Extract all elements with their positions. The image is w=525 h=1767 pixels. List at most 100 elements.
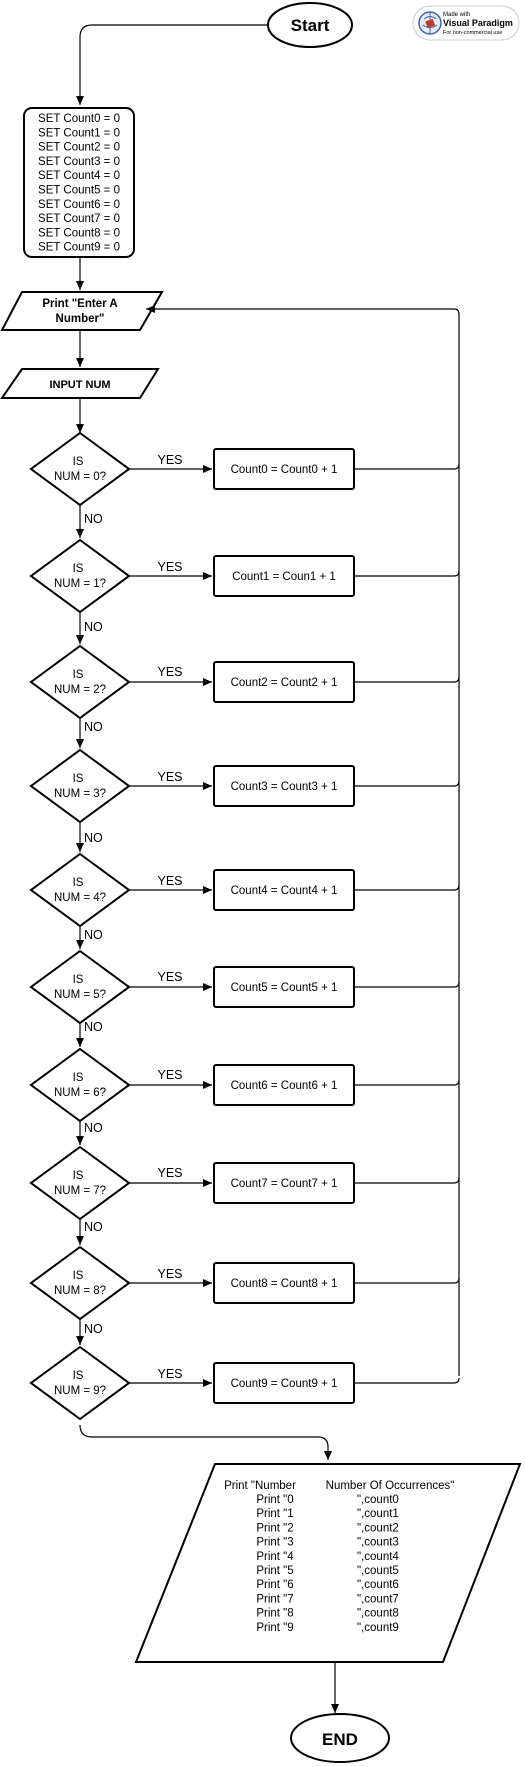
output-row-right: ",count9 <box>357 1622 399 1634</box>
action-label: Count8 = Count8 + 1 <box>231 1278 338 1290</box>
no-label: NO <box>84 1020 103 1034</box>
init-process-box: SET Count0 = 0 SET Count1 = 0 SET Count2 =… <box>23 107 135 258</box>
decision-diamond <box>29 949 131 1025</box>
loop-connector <box>354 1079 460 1086</box>
yes-label: YES <box>157 970 182 984</box>
action-label: Count9 = Count9 + 1 <box>231 1378 338 1390</box>
decision-diamond <box>29 1145 131 1221</box>
no-label: NO <box>84 512 103 526</box>
no-label: NO <box>84 831 103 845</box>
init-line: SET Count4 = 0 <box>38 170 120 182</box>
output-row-left: Print "1 <box>256 1508 293 1520</box>
action-label: Count5 = Count5 + 1 <box>231 982 338 994</box>
decision-line1: IS <box>73 563 84 575</box>
decision-diamond <box>29 1047 131 1123</box>
action-label: Count7 = Count7 + 1 <box>231 1178 338 1190</box>
init-line: SET Count3 = 0 <box>38 156 120 168</box>
loop-connector <box>354 1377 460 1384</box>
decision-line1: IS <box>73 456 84 468</box>
decision-line1: IS <box>73 1270 84 1282</box>
output-row-left: Print "0 <box>256 1494 293 1506</box>
yes-label: YES <box>157 1267 182 1281</box>
yes-label: YES <box>157 1068 182 1082</box>
no-label: NO <box>84 1220 103 1234</box>
watermark-line2: Visual Paradigm <box>443 18 513 28</box>
output-row-left: Print "7 <box>256 1593 293 1605</box>
yes-label: YES <box>157 770 182 784</box>
output-row-right: ",count6 <box>357 1579 399 1591</box>
yes-label: YES <box>157 560 182 574</box>
decision-line2: NUM = 4? <box>54 892 106 904</box>
decision-diamond <box>29 644 131 720</box>
end-terminal: END <box>290 1713 390 1763</box>
yes-label: YES <box>157 1367 182 1381</box>
action-label: Count1 = Coun1 + 1 <box>232 571 336 583</box>
decision-line1: IS <box>73 1170 84 1182</box>
output-header-left: Print "Number <box>224 1480 296 1492</box>
action-label: Count2 = Count2 + 1 <box>231 677 338 689</box>
decision-line1: IS <box>73 1370 84 1382</box>
init-line: SET Count9 = 0 <box>38 242 120 254</box>
action-label: Count4 = Count4 + 1 <box>231 885 338 897</box>
input-label: INPUT NUM <box>49 379 110 391</box>
watermark-line3: For non-commercial use <box>443 30 502 36</box>
connector-start-init <box>76 24 268 105</box>
print-prompt-box: Print "Enter A Number" <box>0 291 164 331</box>
decision-diamond <box>29 538 131 614</box>
decision-line2: NUM = 6? <box>54 1087 106 1099</box>
loop-connector <box>354 570 460 577</box>
output-row-right: ",count8 <box>357 1608 399 1620</box>
init-line: SET Count2 = 0 <box>38 142 120 154</box>
start-label: Start <box>291 16 330 35</box>
decision-line2: NUM = 7? <box>54 1185 106 1197</box>
no-label: NO <box>84 620 103 634</box>
decision-diamond <box>29 1245 131 1321</box>
decision-line1: IS <box>73 877 84 889</box>
decision-line1: IS <box>73 669 84 681</box>
decision-diamond <box>29 748 131 824</box>
output-row-right: ",count3 <box>357 1537 399 1549</box>
yes-label: YES <box>157 874 182 888</box>
loop-connector <box>354 1277 460 1284</box>
decision-block-9: IS NUM = 9? YES Count9 = Count9 + 1 <box>29 1345 460 1421</box>
loop-connector <box>354 676 460 683</box>
decision-diamond <box>29 1345 131 1421</box>
decision-line1: IS <box>73 974 84 986</box>
decision-line2: NUM = 8? <box>54 1285 106 1297</box>
input-num-box: INPUT NUM <box>0 368 160 399</box>
output-row-left: Print "2 <box>256 1522 293 1534</box>
init-line: SET Count1 = 0 <box>38 127 120 139</box>
yes-label: YES <box>157 1166 182 1180</box>
no-label: NO <box>84 720 103 734</box>
action-label: Count3 = Count3 + 1 <box>231 781 338 793</box>
output-row-left: Print "6 <box>256 1579 293 1591</box>
decision-line1: IS <box>73 1072 84 1084</box>
action-label: Count6 = Count6 + 1 <box>231 1080 338 1092</box>
connector-decision9-output <box>79 1424 332 1460</box>
prompt-line1: Print "Enter A <box>42 298 117 310</box>
output-row-left: Print "5 <box>256 1565 293 1577</box>
decision-line1: IS <box>73 773 84 785</box>
output-row-left: Print "8 <box>256 1608 293 1620</box>
decision-block-7: IS NUM = 7? YES Count7 = Count7 + 1 NO <box>29 1145 460 1245</box>
decision-line2: NUM = 0? <box>54 471 106 483</box>
decision-line2: NUM = 9? <box>54 1385 106 1397</box>
output-row-right: ",count0 <box>357 1494 399 1506</box>
loop-connector <box>354 981 460 988</box>
output-print-box: Print "Number Number Of Occurrences" Pri… <box>134 1463 522 1663</box>
init-line: SET Count7 = 0 <box>38 213 120 225</box>
output-row-right: ",count2 <box>357 1522 399 1534</box>
output-row-right: ",count4 <box>357 1551 399 1563</box>
watermark-line1: Made with <box>443 12 470 18</box>
action-label: Count0 = Count0 + 1 <box>231 464 338 476</box>
decision-diamond <box>29 852 131 928</box>
output-row-left: Print "4 <box>256 1551 294 1563</box>
loop-connector <box>354 463 460 470</box>
init-line: SET Count0 = 0 <box>38 113 120 125</box>
start-terminal: Start <box>267 2 353 48</box>
init-line: SET Count8 = 0 <box>38 227 120 239</box>
